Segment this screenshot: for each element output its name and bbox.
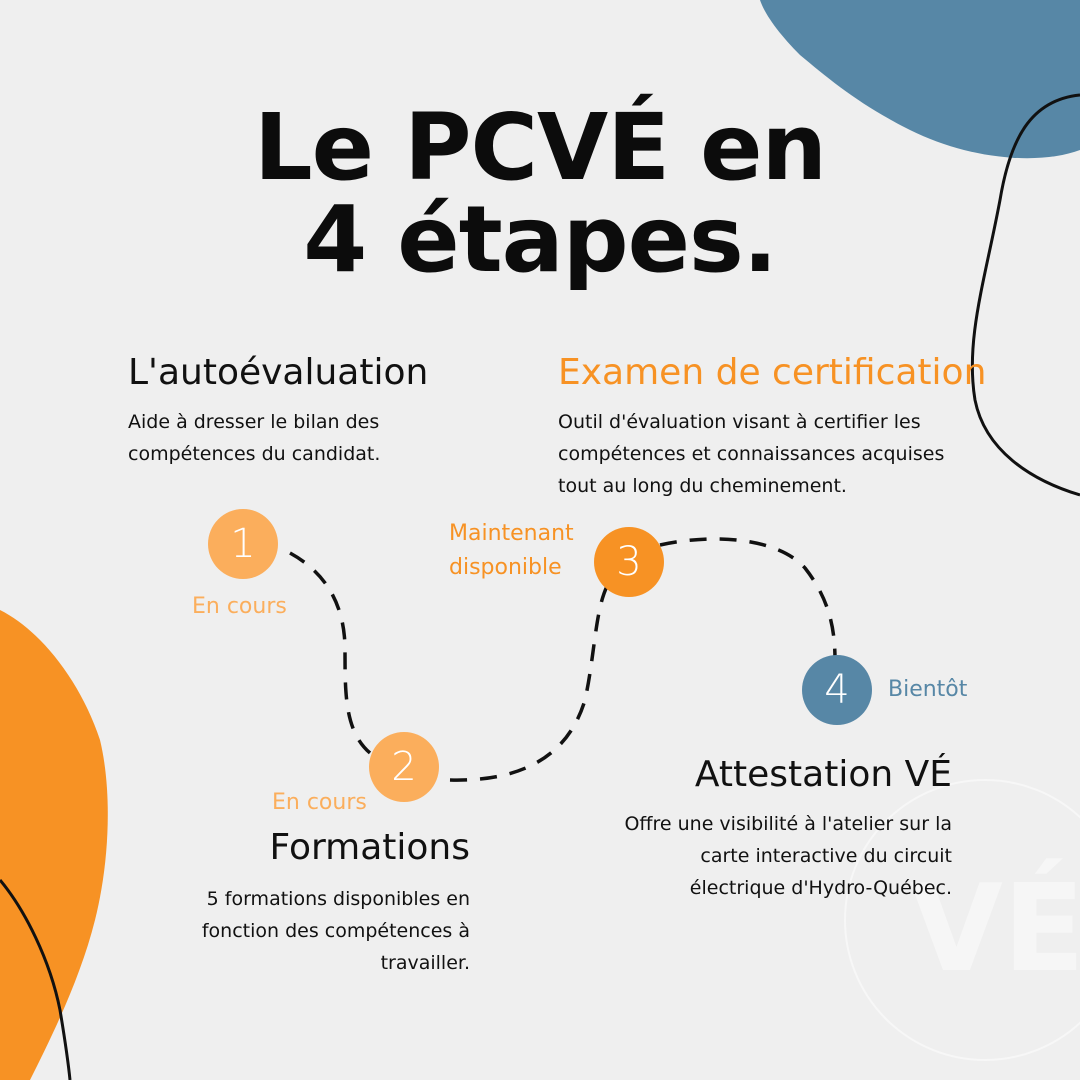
title-line-2: 4 étapes. xyxy=(303,186,777,293)
step-3-status-line-1: Maintenant xyxy=(449,521,574,546)
decor-curve-left xyxy=(0,879,72,1080)
step-1-circle: 1 xyxy=(208,509,278,579)
step-3-status-line-2: disponible xyxy=(449,555,562,580)
step-1-status: En cours xyxy=(192,594,287,619)
step-2-circle: 2 xyxy=(369,732,439,802)
step-1-description: Aide à dresser le bilan des compétences … xyxy=(128,411,381,465)
dashed-path xyxy=(449,576,614,782)
step-1-heading: L'autoévaluation xyxy=(128,352,429,393)
blue-blob xyxy=(760,0,1080,159)
decor-curve-right xyxy=(970,93,1080,497)
step-4-heading: Attestation VÉ xyxy=(694,754,952,795)
step-3-heading: Examen de certification xyxy=(558,352,987,393)
step-2-heading: Formations xyxy=(269,827,470,868)
step-4-circle: 4 xyxy=(802,655,872,725)
page-title: Le PCVÉ en 4 étapes. xyxy=(0,100,1080,288)
step-3-circle: 3 xyxy=(594,527,664,597)
watermark-text: VÉ xyxy=(910,860,1080,999)
dashed-path xyxy=(659,537,837,661)
step-3-description: Outil d'évaluation visant à certifier le… xyxy=(558,411,945,497)
title-line-1: Le PCVÉ en xyxy=(254,94,827,201)
watermark-logo xyxy=(844,779,1080,1061)
step-4-status: Bientôt xyxy=(888,677,968,702)
step-2-description: 5 formations disponibles en fonction des… xyxy=(201,888,470,974)
orange-blob xyxy=(0,610,108,1080)
dashed-path xyxy=(289,551,381,762)
step-3-status: Maintenant disponible xyxy=(449,517,574,585)
step-4-description: Offre une visibilité à l'atelier sur la … xyxy=(624,813,952,899)
step-2-status: En cours xyxy=(272,790,367,815)
